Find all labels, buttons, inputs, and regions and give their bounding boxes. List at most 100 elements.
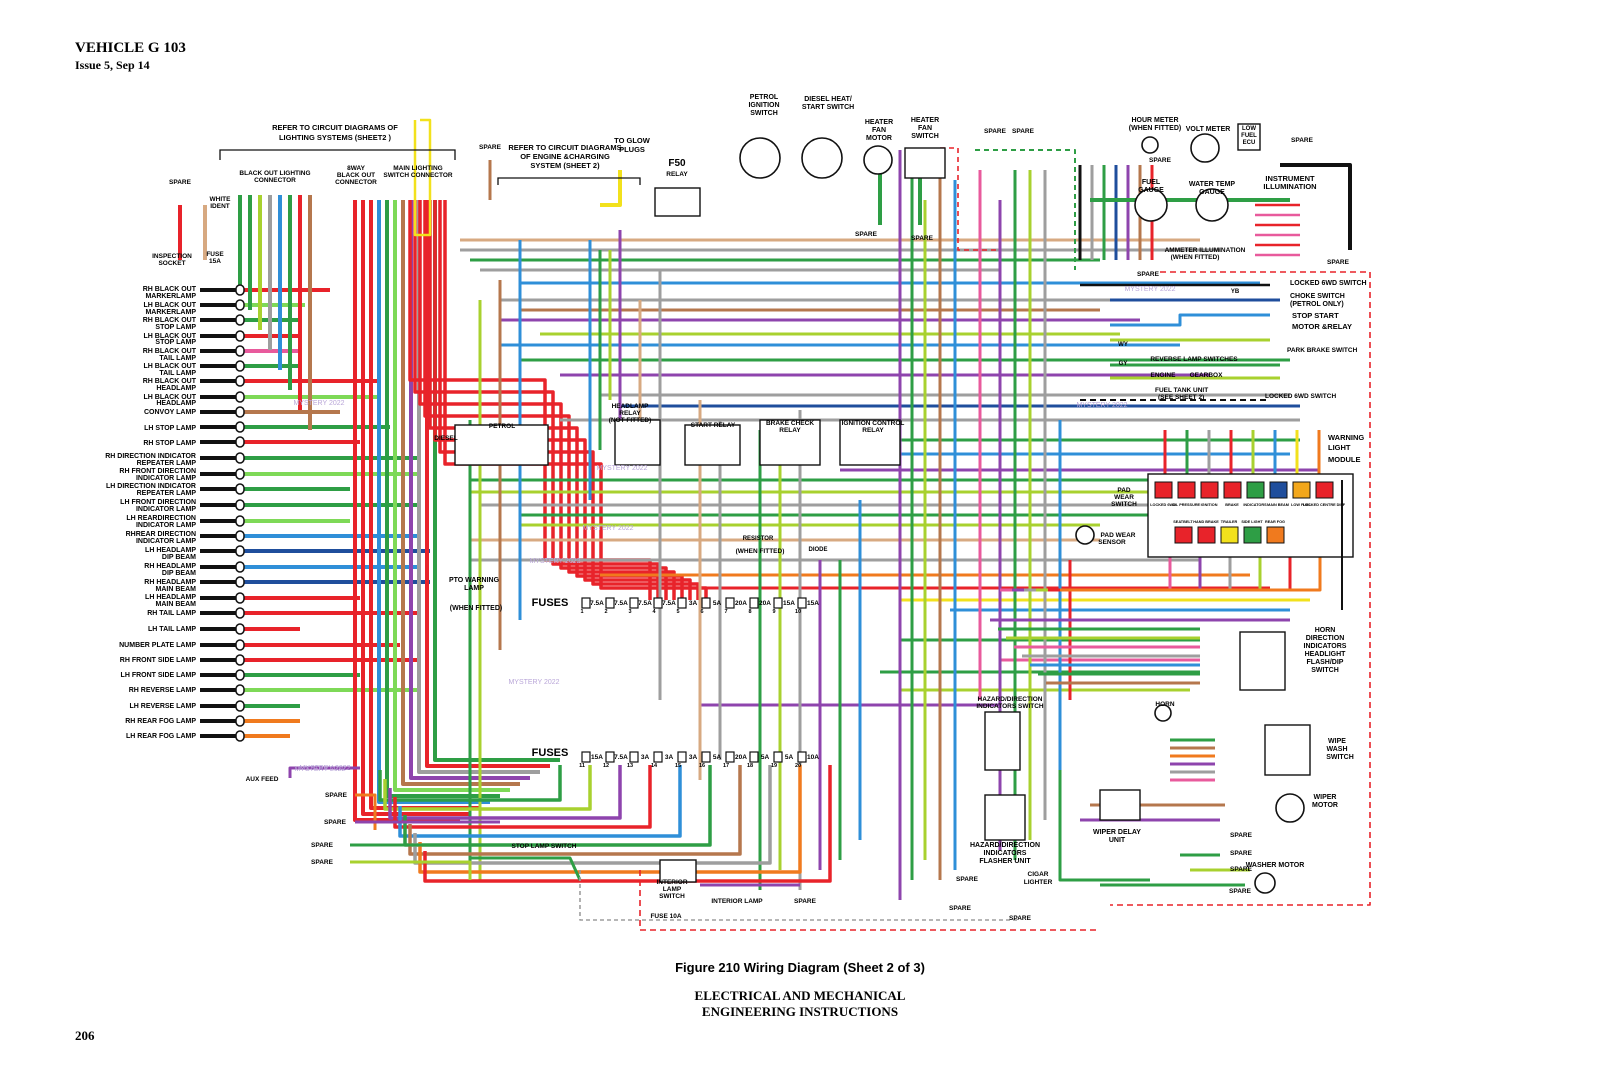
eight-way-connector-label: CONNECTOR xyxy=(335,179,377,186)
lamp-label: MARKERLAMP xyxy=(145,309,196,316)
fuse-number-top: 5 xyxy=(676,609,679,615)
petrol-ignition-label: SWITCH xyxy=(750,110,778,117)
fuse-feed-wire xyxy=(413,765,772,865)
lamp-label: CONVOY LAMP xyxy=(144,409,196,416)
heater-switch-label: FAN xyxy=(918,125,932,132)
lamp-label: RHREAR DIRECTION xyxy=(126,531,196,538)
warning-lamp-bottom xyxy=(1220,526,1239,544)
washer-wire xyxy=(1058,770,1150,882)
black-out-connector-label: CONNECTOR xyxy=(254,177,296,184)
stop-start-wire xyxy=(1110,313,1270,327)
resistor-label: RESISTOR xyxy=(743,536,774,542)
fuse-number-top: 8 xyxy=(748,609,751,615)
start-relay-label: START RELAY xyxy=(691,422,736,429)
instrument-illumination-label: INSTRUMENT xyxy=(1265,174,1315,183)
horn-switch-label: DIRECTION xyxy=(1306,635,1345,642)
reverse-switch-label: REVERSE LAMP SWITCHES xyxy=(1150,356,1238,363)
water-temp-gauge xyxy=(1195,188,1229,222)
heater-switch-label: HEATER xyxy=(911,117,939,124)
lamp-connector xyxy=(235,545,245,557)
lamp-label: HEADLAMP xyxy=(156,385,196,392)
stop-switch-wire xyxy=(470,856,582,881)
spare-label: SPARE xyxy=(911,235,934,242)
lamp-label: LH HEADLAMP xyxy=(145,594,196,601)
white-ident-label: IDENT xyxy=(210,203,230,210)
warning-lamp-bottom xyxy=(1174,526,1193,544)
fuse xyxy=(749,751,759,763)
lamp-label: INDICATOR LAMP xyxy=(136,522,196,529)
fuse xyxy=(581,597,591,609)
interior-switch-label: LAMP xyxy=(663,886,682,893)
lamp-label: DIP BEAM xyxy=(162,570,196,577)
fuse-number-top: 1 xyxy=(580,609,583,615)
component-layer xyxy=(219,123,1354,894)
spare-wire xyxy=(355,793,377,830)
lamp-connector xyxy=(235,576,245,588)
fuse-rating-top: 15A xyxy=(783,600,795,607)
fuse-feed-wire xyxy=(388,765,622,820)
fuse-number-bottom: 18 xyxy=(747,763,753,769)
fuse-number-bottom: 14 xyxy=(651,763,658,769)
wiper-delay-unit xyxy=(1099,789,1141,821)
lamp-label: LH REARDIRECTION xyxy=(126,515,196,522)
stop-switch-label: STOP LAMP SWITCH xyxy=(511,843,576,850)
wiper-delay-label: UNIT xyxy=(1109,837,1126,844)
lamp-label: MAIN BEAM xyxy=(156,586,197,593)
warning-lamp-top xyxy=(1154,481,1173,499)
water-temp-label: WATER TEMP xyxy=(1189,181,1235,188)
fuse xyxy=(797,751,807,763)
lamp-label: INDICATOR LAMP xyxy=(136,538,196,545)
lamp-connector xyxy=(235,345,245,357)
wiper-motor xyxy=(1275,793,1305,823)
heater-switch-label: SWITCH xyxy=(911,133,939,140)
lamp-label: RH REAR FOG LAMP xyxy=(125,718,196,725)
ignition-relay-label: IGNITION CONTROL xyxy=(842,420,905,427)
warning-lamp-top xyxy=(1292,481,1311,499)
warning-lamp-top xyxy=(1315,481,1334,499)
fuse-rating-bottom: 5A xyxy=(761,754,770,761)
fuse-feed-wire xyxy=(418,765,802,874)
inspection-socket-label: INSPECTION xyxy=(152,253,192,260)
fuse-feed-wire xyxy=(393,765,652,829)
warning-lamp-label: MAIN BEAM xyxy=(1267,503,1289,507)
ammeter-illumination-label: AMMETER ILLUMINATION xyxy=(1165,247,1246,254)
washer-motor xyxy=(1254,872,1276,894)
lamp-label: RH REVERSE LAMP xyxy=(129,687,197,694)
pad-wear-sensor xyxy=(1075,525,1095,545)
fuses-title-bottom: FUSES xyxy=(532,747,569,759)
heater-motor-label: HEATER xyxy=(865,119,893,126)
warning-lamp-bottom xyxy=(1266,526,1285,544)
engine-ref-note: REFER TO CIRCUIT DIAGRAMS xyxy=(508,143,621,152)
fuse-rating-top: 20A xyxy=(735,600,747,607)
lamp-connector xyxy=(235,499,245,511)
lamp-label: TAIL LAMP xyxy=(159,370,196,377)
footer-text: ELECTRICAL AND MECHANICAL ENGINEERING IN… xyxy=(0,988,1600,1020)
warning-module-label: WARNING xyxy=(1328,433,1364,442)
warning-lamp-label: IGNITION xyxy=(1201,503,1218,507)
fuse-rating-bottom: 3A xyxy=(689,754,698,761)
fuse xyxy=(581,751,591,763)
fuse-15a-label: 15A xyxy=(209,258,221,265)
fuse-rating-top: 5A xyxy=(713,600,722,607)
lamp-label: RH BLACK OUT xyxy=(143,317,197,324)
spare-wire xyxy=(350,860,472,880)
fuse-rating-top: 7.5A xyxy=(638,600,652,607)
eight-way-connector-label: BLACK OUT xyxy=(337,172,375,179)
wipe-wash-label: SWITCH xyxy=(1326,754,1354,761)
low-fuel-label: FUEL xyxy=(1241,133,1257,139)
warning-lamp-label: SEATBELT xyxy=(1173,520,1193,524)
fuse-rating-bottom: 5A xyxy=(785,754,794,761)
lamp-label: INDICATOR LAMP xyxy=(136,506,196,513)
hour-meter-label: (WHEN FITTED) xyxy=(1129,125,1182,132)
fuel-gauge-label: FUEL xyxy=(1142,179,1161,186)
fuse-number-bottom: 17 xyxy=(723,763,729,769)
spare-label: SPARE xyxy=(1137,271,1160,278)
lamp-connector xyxy=(235,654,245,666)
lamp-label: RH HEADLAMP xyxy=(144,563,196,570)
pad-wear-sensor-label: PAD WEAR xyxy=(1101,532,1136,539)
aux-feed-wire xyxy=(288,766,360,778)
lamp-label: MARKERLAMP xyxy=(145,293,196,300)
trunk-wire xyxy=(353,200,460,822)
fuse-number-top: 9 xyxy=(772,609,775,615)
lamp-label: LH DIRECTION INDICATOR xyxy=(106,483,196,490)
